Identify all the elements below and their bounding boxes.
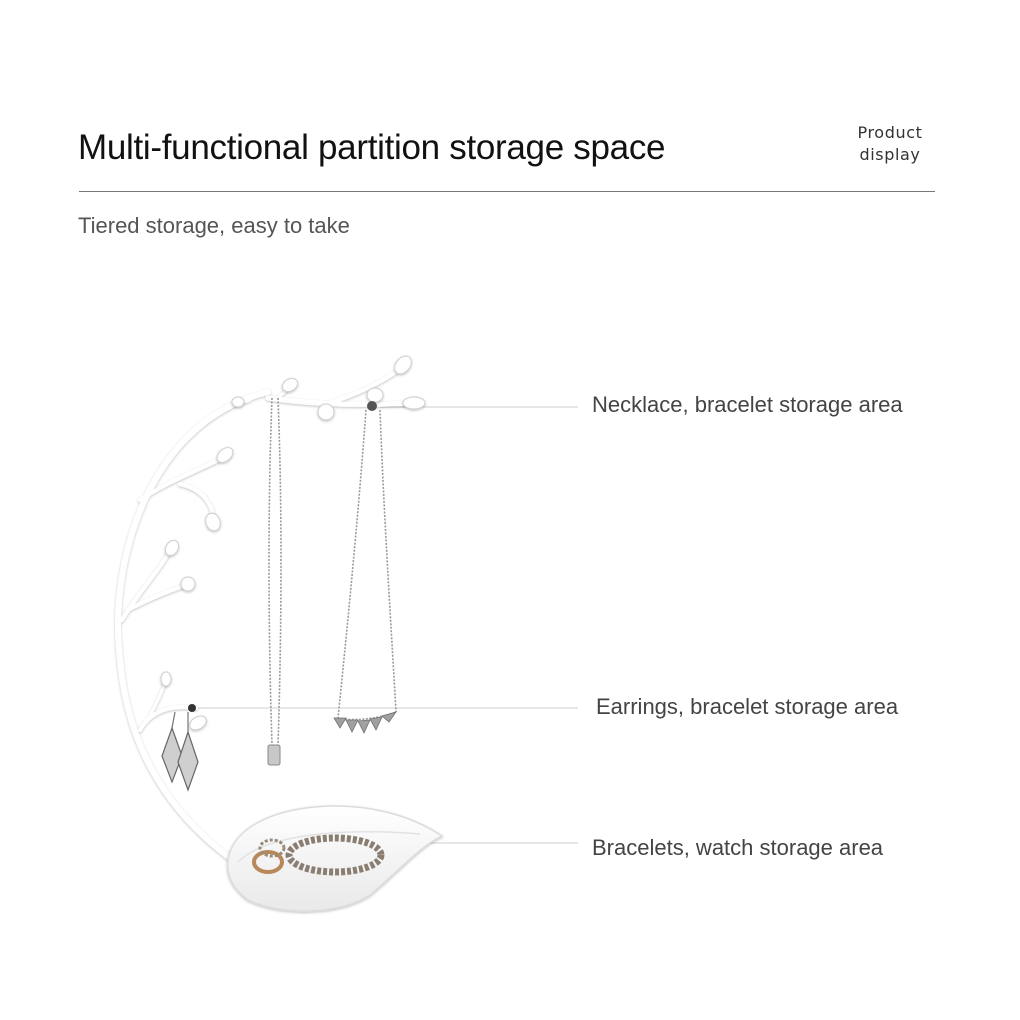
page-title: Multi-functional partition storage space — [78, 128, 666, 167]
hook-knob — [367, 401, 377, 411]
product-display-tag: Product display — [840, 122, 940, 166]
ring — [252, 850, 284, 874]
earrings — [161, 711, 199, 792]
callout-bracelets-area: Bracelets, watch storage area — [592, 835, 884, 860]
stand — [115, 370, 418, 875]
header-divider — [79, 191, 935, 192]
necklace-pendant — [267, 744, 281, 766]
page-subtitle: Tiered storage, easy to take — [78, 213, 350, 238]
necklace-triangles — [333, 711, 397, 734]
necklaces — [268, 397, 397, 746]
beaded-bracelet — [285, 834, 385, 876]
leaf-dish — [226, 805, 444, 912]
callout-earrings-area: Earrings, bracelet storage area — [596, 694, 899, 719]
leaf-buds — [160, 355, 426, 731]
tag-line-1: Product — [857, 123, 923, 142]
tag-line-2: display — [859, 145, 921, 164]
earring-post — [188, 704, 196, 712]
callout-necklace-area: Necklace, bracelet storage area — [592, 392, 903, 417]
